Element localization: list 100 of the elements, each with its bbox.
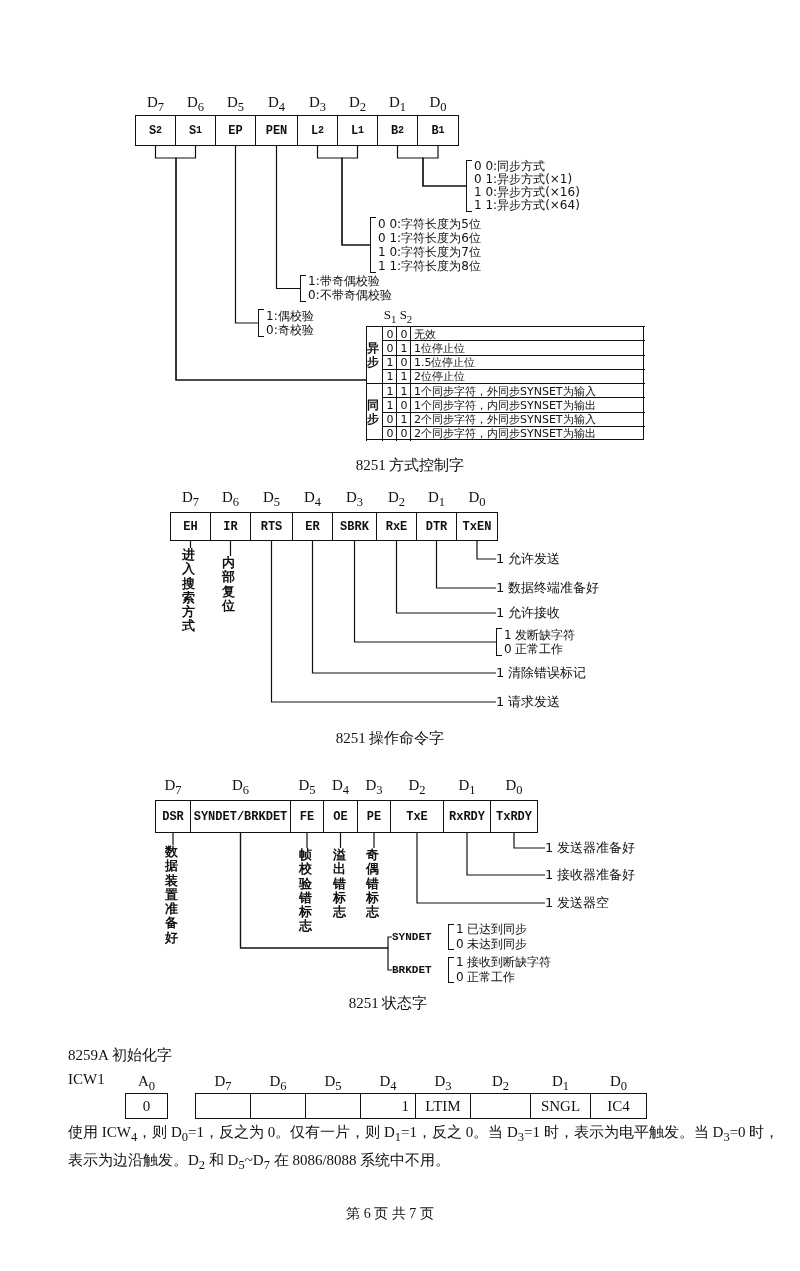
register-bit-cell: 0: [125, 1093, 168, 1119]
bit-label: D$_{4}$: [267, 94, 286, 115]
option-text: 0:不带奇偶校验: [308, 288, 392, 302]
option-text: 1:带奇偶校验: [308, 275, 380, 289]
bit-label: D$_{0}$: [468, 489, 486, 510]
bit-label: D$_{0}$: [505, 777, 523, 798]
annotation-text: 内部复位: [222, 556, 238, 622]
bit-label: D$_{2}$: [387, 489, 406, 510]
option-text: 1 1:字符长度为8位: [378, 259, 481, 273]
option-text: 0 未达到同步: [456, 937, 528, 952]
table-cell: 1: [396, 383, 411, 399]
bit-label: D$_{5}$: [226, 94, 245, 115]
register-bit-cell: LTIM: [415, 1093, 471, 1119]
bit-label: D$_{3}$: [434, 1073, 452, 1094]
table-cell: 0: [396, 354, 411, 370]
bit-label: D$_{1}$: [551, 1073, 570, 1094]
register-bit-cell: ER: [292, 512, 333, 541]
bit-label: D$_{1}$: [427, 489, 446, 510]
table-cell: 1位停止位: [410, 340, 645, 356]
table-cell: 无效: [410, 326, 645, 342]
leader-line: [270, 540, 497, 703]
figure-caption: 8251 操作命令字: [335, 729, 445, 748]
annotation-text: 1 发送器空: [545, 895, 665, 911]
bit-label: D$_{2}$: [348, 94, 367, 115]
option-text: 0 0:字符长度为5位: [378, 217, 481, 231]
leader-line: [476, 540, 497, 560]
annotation-text: 帧校验错标志: [299, 848, 315, 940]
register-bit-cell: 1: [360, 1093, 416, 1119]
table-cell: 0: [382, 425, 397, 441]
register-bit-cell: IR: [210, 512, 251, 541]
register-bit-cell: SYNDET/BRKDET: [190, 800, 291, 833]
table-cell: 1: [396, 411, 411, 427]
register-bit-cell: EP: [215, 115, 256, 146]
leader-line: [234, 145, 259, 324]
table-cell: 1个同步字符，外同步SYNSET为输入: [410, 383, 645, 399]
column-header: S$_{1}$ S$_{2}$: [383, 307, 413, 325]
register-bit-cell: TxEN: [456, 512, 498, 541]
leader-line: [416, 832, 546, 904]
stop-bit-table: [366, 326, 644, 440]
bit-label: D$_{1}$: [458, 777, 476, 798]
option-text: 1:偶校验: [266, 309, 314, 323]
annotation-text: 1 数据终端准备好: [496, 580, 656, 596]
register-name: ICW1: [68, 1071, 105, 1088]
figure-caption: 8251 方式控制字: [355, 456, 465, 475]
bit-label: D$_{7}$: [146, 94, 165, 115]
bit-label: D$_{4}$: [379, 1073, 397, 1094]
leader-line: [341, 145, 371, 246]
bit-label: D$_{2}$: [408, 777, 426, 798]
annotation-text: 1 允许发送: [496, 551, 636, 567]
register-bit-cell: SBRK: [332, 512, 377, 541]
bit-label: D$_{3}$: [345, 489, 364, 510]
bit-label: D$_{6}$: [186, 94, 205, 115]
option-text: 1 接收到断缺字符: [456, 955, 552, 970]
table-cell: 0: [396, 425, 411, 441]
table-cell: 1.5位停止位: [410, 354, 645, 370]
page-number: 第 6 页 共 7 页: [346, 1205, 434, 1223]
annotation-text: 数据装置准备好: [165, 845, 181, 955]
leader-line: [466, 832, 546, 876]
register-bit-cell: DTR: [416, 512, 457, 541]
table-cell: 1: [382, 383, 397, 399]
leader-line: [422, 145, 467, 187]
leader-line: [306, 832, 308, 849]
table-cell: 同步: [366, 383, 383, 441]
figure-caption: 8251 状态字: [348, 994, 428, 1013]
register-bit-cell: PE: [357, 800, 391, 833]
annotation-text: 进入搜索方式: [182, 548, 198, 648]
bit-label: D$_{7}$: [214, 1073, 232, 1094]
register-bit-cell: RxRDY: [443, 800, 491, 833]
leader-line: [353, 540, 497, 643]
bit-label: D$_{7}$: [164, 777, 182, 798]
register-bit-cell: IC4: [590, 1093, 647, 1119]
annotation-text: 1 接收器准备好: [545, 867, 685, 883]
signal-name: SYNDET: [392, 930, 432, 944]
bit-label: D$_{2}$: [491, 1073, 510, 1094]
option-text: 0 正常工作: [504, 642, 564, 656]
table-cell: 0: [382, 326, 397, 342]
option-text: 1 0:字符长度为7位: [378, 245, 481, 259]
bit-label: D$_{6}$: [269, 1073, 287, 1094]
bit-label: D$_{5}$: [262, 489, 281, 510]
option-text: 0 正常工作: [456, 970, 516, 985]
leader-line: [373, 832, 375, 849]
option-text: 1 发断缺字符: [504, 628, 576, 642]
bit-label: D$_{4}$: [303, 489, 322, 510]
register-bit-cell: RTS: [250, 512, 293, 541]
table-cell: 1: [396, 340, 411, 356]
leader-line: [435, 540, 497, 589]
table-cell: 1: [382, 397, 397, 413]
register-bit-cell: [250, 1093, 306, 1119]
bit-label: D$_{4}$: [331, 777, 350, 798]
register-bit-cell: FE: [290, 800, 324, 833]
bit-label: D$_{5}$: [324, 1073, 342, 1094]
option-text: 0:奇校验: [266, 323, 314, 337]
table-cell: 异步: [366, 326, 383, 384]
option-text: 0 1:异步方式(×1): [474, 173, 573, 186]
leader-line: [275, 145, 301, 290]
bit-label: D$_{0}$: [609, 1073, 628, 1094]
bit-label: D$_{1}$: [388, 94, 407, 115]
register-bit-cell: TxRDY: [490, 800, 538, 833]
register-bit-cell: PEN: [255, 115, 298, 146]
table-cell: 1: [396, 368, 411, 384]
